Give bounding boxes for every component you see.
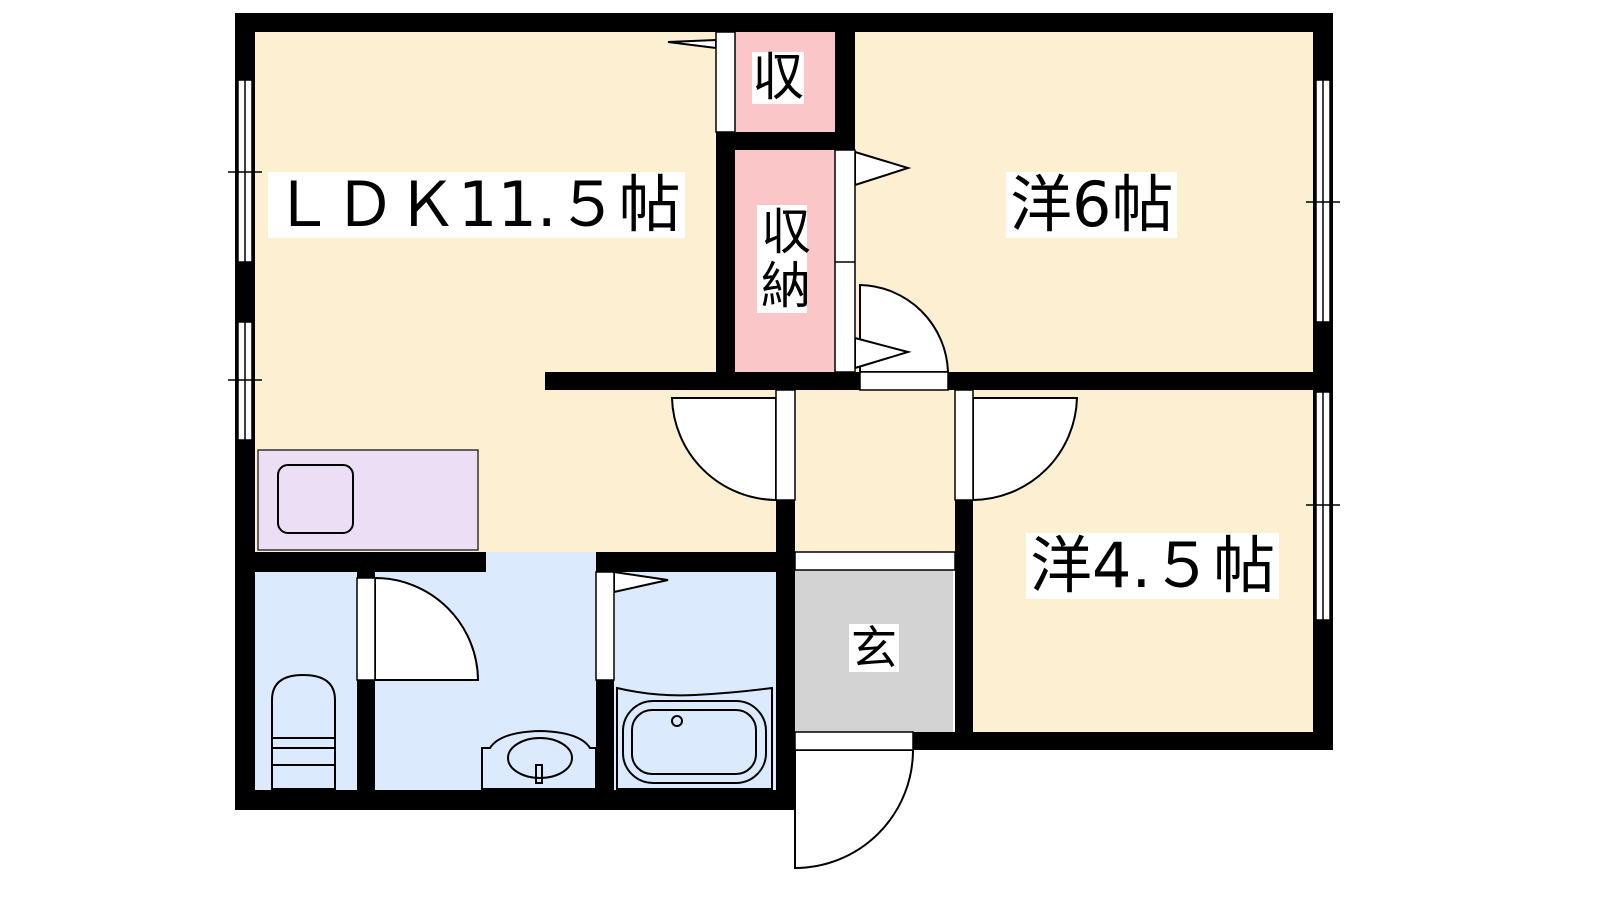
door-swings	[374, 38, 1079, 870]
room-label-western-6: 洋6帖	[1006, 172, 1178, 238]
room-label-storage-small: 収	[752, 48, 805, 108]
toilet-icon	[271, 673, 336, 790]
toilet-room	[255, 572, 357, 790]
bathtub-icon	[616, 686, 773, 790]
room-label-storage: 収納	[753, 205, 811, 313]
room-label-ldk: ＬＤＫ11.５帖	[268, 172, 685, 238]
door-swing-ldk	[670, 397, 777, 502]
room-label-western-45: 洋4.５帖	[1026, 533, 1280, 599]
door-swing-room45	[972, 397, 1079, 502]
sink-icon	[481, 729, 597, 790]
door-swing-toilet	[374, 576, 480, 681]
room-label-entrance: 玄	[849, 621, 899, 675]
bathroom	[614, 572, 776, 790]
hallway	[795, 390, 955, 560]
stove-icon	[277, 464, 354, 534]
door-swing-entrance	[794, 749, 915, 870]
